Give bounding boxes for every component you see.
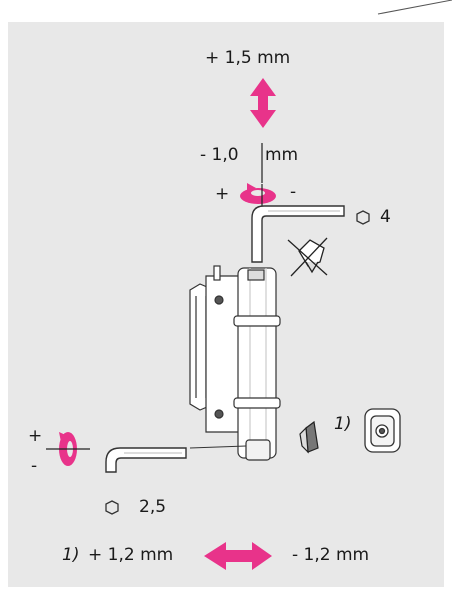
side-rotation-arrow-icon bbox=[46, 432, 90, 466]
corner-line bbox=[377, 0, 452, 15]
cover-cap-icon bbox=[299, 420, 319, 454]
cap-detail-icon bbox=[364, 408, 401, 453]
rotation-plus-label: + bbox=[215, 184, 230, 204]
rotation-arrow-icon bbox=[240, 183, 276, 206]
hexagon-icon bbox=[356, 210, 370, 225]
footnote-note-marker: 1) bbox=[62, 545, 80, 565]
side-minus-label: - bbox=[31, 456, 38, 476]
horizontal-double-arrow-icon bbox=[204, 542, 272, 570]
vertical-double-arrow-icon bbox=[250, 78, 276, 128]
hex-size-bottom-label: 2,5 bbox=[139, 497, 167, 517]
footnote-marker: 1) bbox=[334, 414, 352, 434]
height-plus-label: + 1,5 mm bbox=[205, 48, 291, 68]
allen-key-top-icon bbox=[251, 205, 345, 263]
hex-size-top-label: 4 bbox=[380, 207, 391, 227]
hinge-icon bbox=[189, 265, 281, 461]
allen-key-bottom-icon bbox=[105, 445, 247, 473]
side-plus-label: + bbox=[28, 426, 43, 446]
height-minus-unit: mm bbox=[265, 145, 299, 165]
cover-cap-crossed-icon bbox=[287, 237, 328, 277]
hexagon-small-icon bbox=[105, 500, 119, 515]
lateral-minus-label: - 1,2 mm bbox=[292, 545, 370, 565]
height-minus-label: - 1,0 bbox=[200, 145, 239, 165]
lateral-plus-label: + 1,2 mm bbox=[88, 545, 174, 565]
rotation-minus-label: - bbox=[290, 182, 297, 202]
